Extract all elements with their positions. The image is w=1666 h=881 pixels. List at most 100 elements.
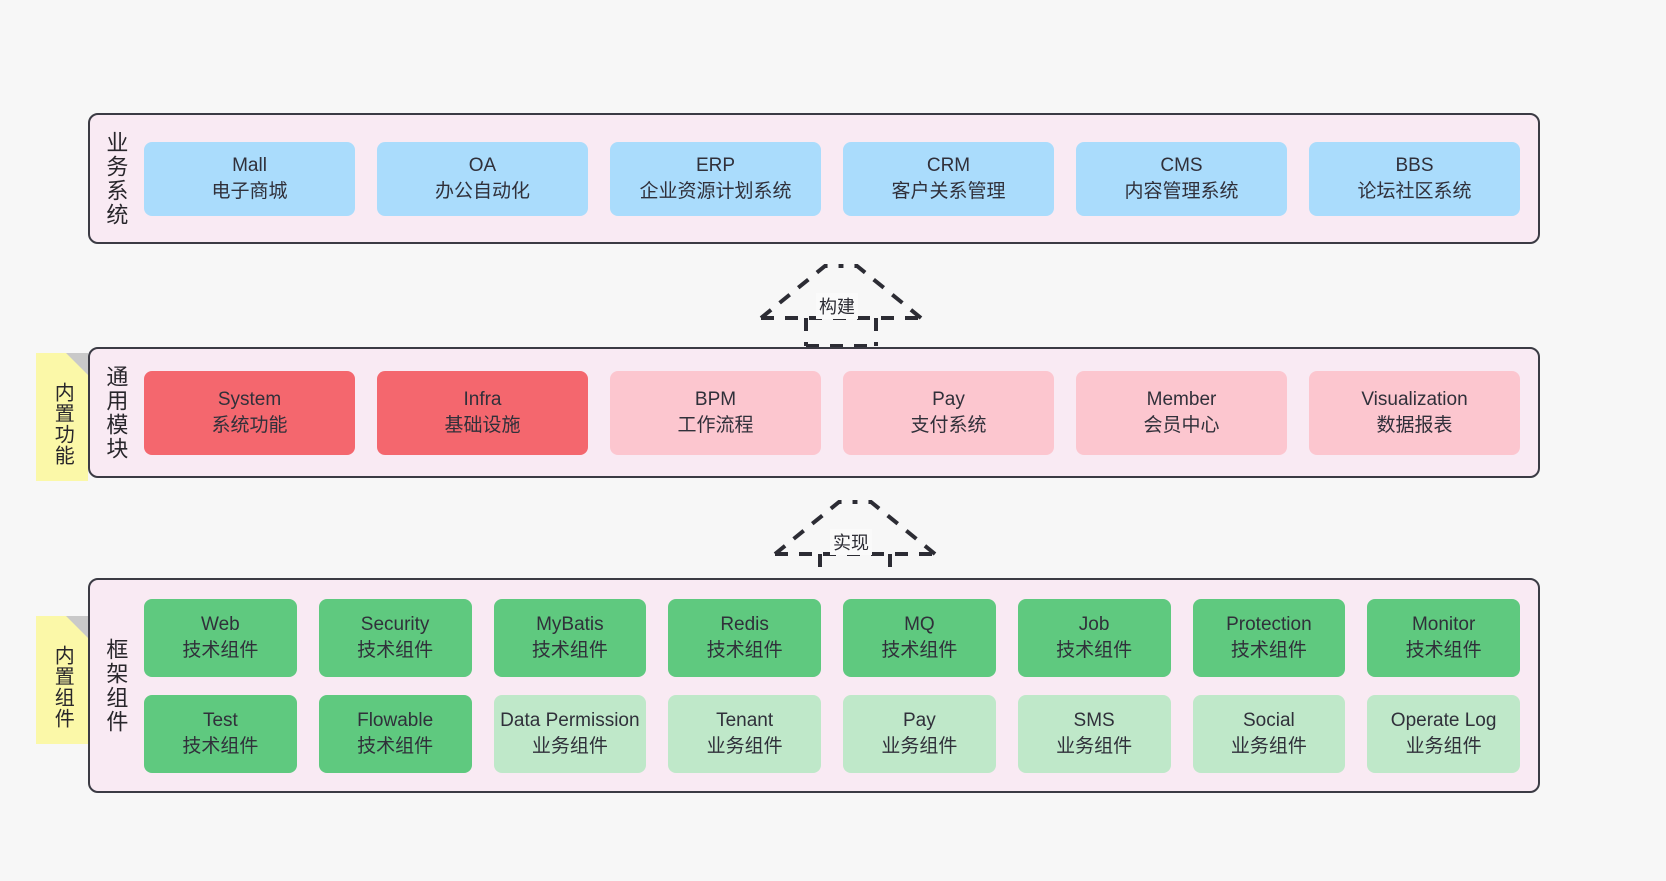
card-title: BBS [1395,155,1434,177]
card-tenant[interactable]: Tenant 业务组件 [668,694,821,773]
card-row: Web 技术组件 Security 技术组件 MyBatis 技术组件 Redi… [144,598,1520,677]
card-protection[interactable]: Protection 技术组件 [1192,598,1346,677]
card-subtitle: 技术组件 [531,639,608,661]
card-infra[interactable]: Infra 基础设施 [377,370,588,455]
card-member[interactable]: Member 会员中心 [1076,370,1287,455]
card-system[interactable]: System 系统功能 [144,370,355,455]
card-title: MyBatis [536,614,604,636]
layer-framework-components[interactable]: 框架组件 Web 技术组件 Security 技术组件 MyBatis 技术组件… [88,578,1540,793]
card-row: System 系统功能 Infra 基础设施 BPM 工作流程 Pay 支付系统… [144,370,1520,455]
card-title: Infra [463,389,502,411]
card-test[interactable]: Test 技术组件 [144,694,297,773]
card-subtitle: 工作流程 [677,414,754,436]
card-title: BPM [694,389,737,411]
card-subtitle: 技术组件 [357,639,434,661]
connector-build: 构建 [756,256,926,348]
card-subtitle: 业务组件 [706,735,783,757]
layer-business-systems[interactable]: 业务系统 Mall 电子商城 OA 办公自动化 ERP 企业资源计划系统 CRM… [88,113,1540,244]
card-subtitle: 技术组件 [706,639,783,661]
card-title: OA [468,155,497,177]
card-operate-log[interactable]: Operate Log 业务组件 [1367,694,1520,773]
card-oa[interactable]: OA 办公自动化 [377,141,588,216]
card-title: CRM [926,155,971,177]
card-subtitle: 技术组件 [357,735,434,757]
layer-label-framework: 框架组件 [103,637,129,734]
card-title: Visualization [1361,389,1468,411]
layer-common-modules[interactable]: 通用模块 System 系统功能 Infra 基础设施 BPM 工作流程 Pay… [88,347,1540,478]
card-title: Member [1146,389,1217,411]
card-title: System [217,389,282,411]
card-title: Redis [720,614,769,636]
card-row: Test 技术组件 Flowable 技术组件 Data Permission … [144,694,1520,773]
card-subtitle: 技术组件 [1405,639,1482,661]
card-subtitle: 数据报表 [1376,414,1453,436]
card-subtitle: 业务组件 [881,735,958,757]
card-title: Mall [232,155,267,177]
card-subtitle: 支付系统 [910,414,987,436]
note-builtin-component: 内置组件 [36,616,88,744]
card-title: CMS [1160,155,1203,177]
card-subtitle: 业务组件 [531,735,608,757]
card-title: Social [1243,710,1295,732]
card-subtitle: 业务组件 [1230,735,1307,757]
card-subtitle: 技术组件 [881,639,958,661]
card-monitor[interactable]: Monitor 技术组件 [1367,598,1520,677]
card-title: Pay [932,389,965,411]
card-subtitle: 业务组件 [1056,735,1133,757]
card-subtitle: 办公自动化 [434,180,530,202]
card-title: Web [201,614,240,636]
card-subtitle: 技术组件 [182,639,259,661]
card-web[interactable]: Web 技术组件 [144,598,297,677]
card-title: Operate Log [1390,710,1497,732]
card-title: Security [360,614,430,636]
card-job[interactable]: Job 技术组件 [1017,598,1171,677]
connector-label-implement: 实现 [830,529,872,555]
card-subtitle: 客户关系管理 [891,180,1006,202]
card-title: Flowable [357,710,434,732]
card-sms[interactable]: SMS 业务组件 [1017,694,1171,773]
note-builtin-function: 内置功能 [36,353,88,481]
card-subtitle: 技术组件 [1230,639,1307,661]
card-title: Test [202,710,238,732]
card-title: Data Permission [500,710,640,732]
card-security[interactable]: Security 技术组件 [318,598,472,677]
card-row: Mall 电子商城 OA 办公自动化 ERP 企业资源计划系统 CRM 客户关系… [144,141,1520,216]
card-pay-component[interactable]: Pay 业务组件 [843,694,996,773]
card-title: ERP [695,155,736,177]
card-subtitle: 电子商城 [211,180,288,202]
card-subtitle: 会员中心 [1143,414,1220,436]
card-subtitle: 技术组件 [1056,639,1133,661]
card-bpm[interactable]: BPM 工作流程 [610,370,821,455]
card-mybatis[interactable]: MyBatis 技术组件 [493,598,647,677]
card-subtitle: 系统功能 [211,414,288,436]
layer-body-framework: Web 技术组件 Security 技术组件 MyBatis 技术组件 Redi… [140,580,1538,791]
layer-label-common: 通用模块 [103,364,129,461]
card-crm[interactable]: CRM 客户关系管理 [843,141,1054,216]
card-title: MQ [904,614,935,636]
card-title: Tenant [716,710,774,732]
card-subtitle: 业务组件 [1405,735,1482,757]
card-subtitle: 论坛社区系统 [1357,180,1472,202]
layer-body-business: Mall 电子商城 OA 办公自动化 ERP 企业资源计划系统 CRM 客户关系… [140,115,1538,242]
card-subtitle: 基础设施 [444,414,521,436]
card-title: Protection [1226,614,1312,636]
card-pay[interactable]: Pay 支付系统 [843,370,1054,455]
card-title: SMS [1073,710,1115,732]
card-mall[interactable]: Mall 电子商城 [144,141,355,216]
card-subtitle: 内容管理系统 [1124,180,1239,202]
card-bbs[interactable]: BBS 论坛社区系统 [1309,141,1520,216]
card-cms[interactable]: CMS 内容管理系统 [1076,141,1287,216]
card-redis[interactable]: Redis 技术组件 [668,598,821,677]
card-social[interactable]: Social 业务组件 [1192,694,1346,773]
layer-body-common: System 系统功能 Infra 基础设施 BPM 工作流程 Pay 支付系统… [140,349,1538,476]
card-title: Pay [903,710,936,732]
card-erp[interactable]: ERP 企业资源计划系统 [610,141,821,216]
card-mq[interactable]: MQ 技术组件 [843,598,996,677]
card-flowable[interactable]: Flowable 技术组件 [318,694,472,773]
card-title: Job [1078,614,1110,636]
card-data-permission[interactable]: Data Permission 业务组件 [493,694,647,773]
card-subtitle: 企业资源计划系统 [639,180,792,202]
connector-implement: 实现 [770,492,940,584]
card-visualization[interactable]: Visualization 数据报表 [1309,370,1520,455]
